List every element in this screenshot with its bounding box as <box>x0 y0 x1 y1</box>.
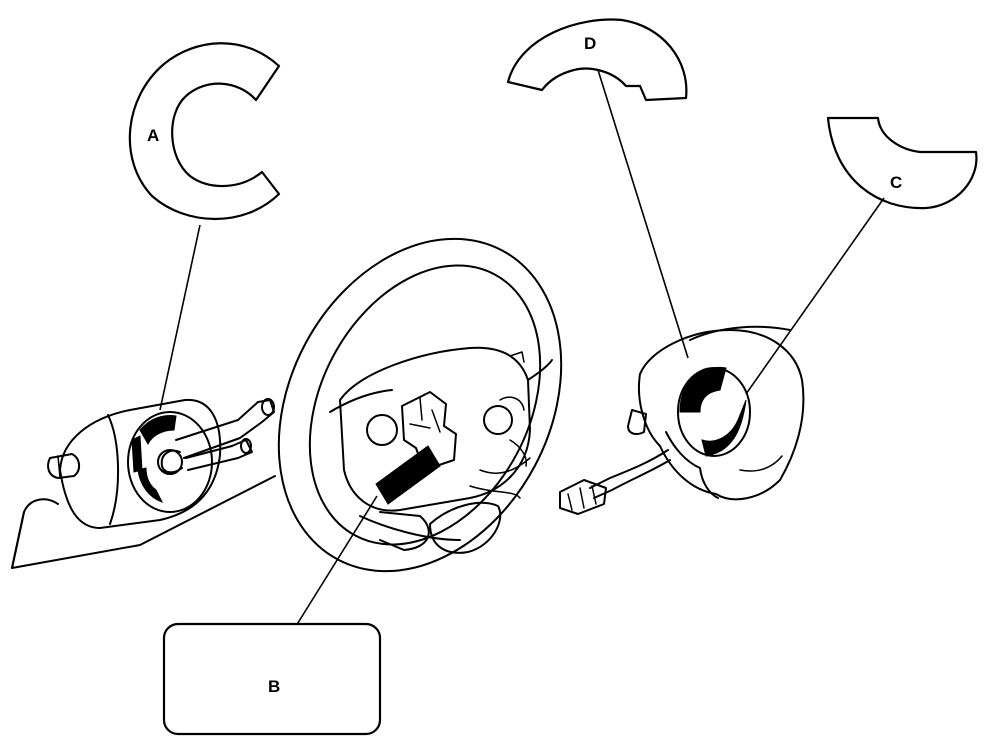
airbag-module <box>559 325 805 515</box>
leader-line-b <box>295 495 378 627</box>
callout-b-label: B <box>268 677 280 696</box>
leader-line-c <box>745 197 885 395</box>
steering-wheel <box>277 237 563 573</box>
callout-a-label: A <box>147 126 159 145</box>
part-b-label-panel: B <box>162 622 382 736</box>
callout-d-label: D <box>584 34 596 53</box>
callout-c-label: C <box>890 173 902 192</box>
part-c-quarter-plate: C <box>745 116 978 395</box>
part-a-c-shape: A <box>128 42 281 411</box>
part-d-half-ring: D <box>506 18 689 359</box>
leader-line-d <box>597 69 689 359</box>
steering-column-assembly <box>11 398 276 569</box>
leader-line-a <box>159 224 201 411</box>
